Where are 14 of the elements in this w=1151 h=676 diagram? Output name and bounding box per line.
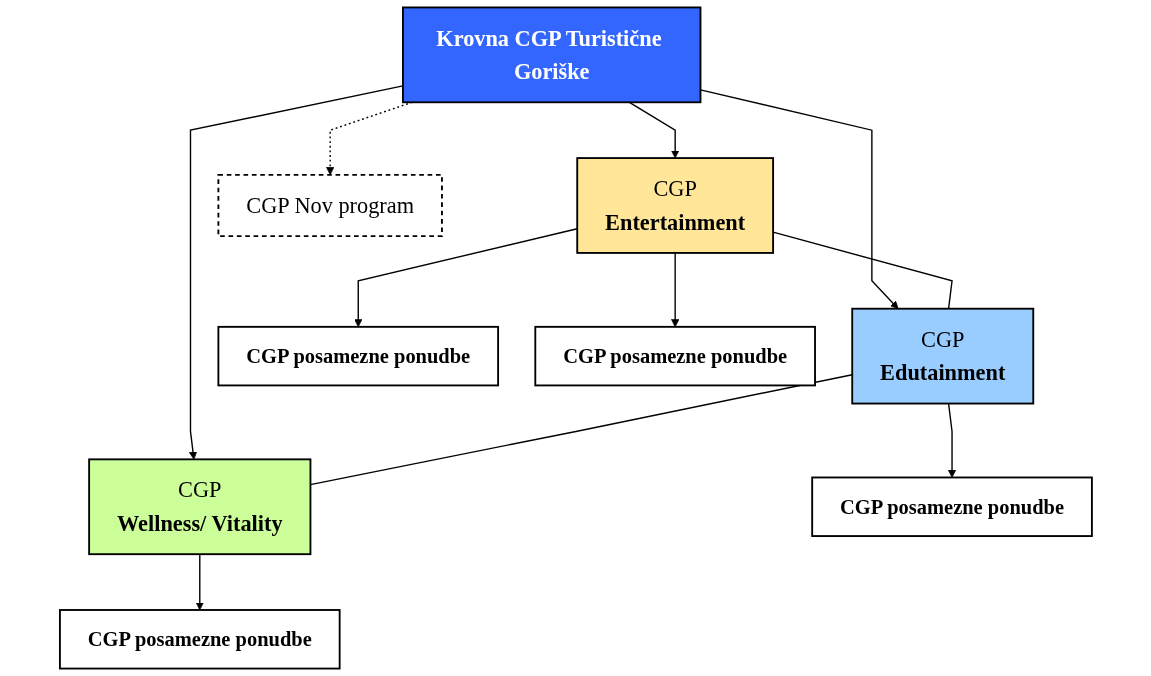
node-box: CGP Entertainment [575,157,774,254]
node-box: CGP Nov program [217,173,443,238]
connector [772,231,953,310]
node-box: CGP posamezne ponudbe [58,609,341,670]
arrow [947,402,956,478]
node-box: CGP Wellness/ Vitality [87,458,311,556]
node-box: CGP posamezne ponudbe [810,476,1093,537]
node-box: CGP posamezne ponudbe [533,325,816,387]
arrow [670,252,679,328]
node-box: Krovna CGP Turistične Goriške [401,6,701,104]
arrow [628,101,679,159]
node-box: CGP posamezne ponudbe [217,325,499,387]
node-box: CGP Edutainment [850,307,1034,405]
arrow [195,553,204,611]
